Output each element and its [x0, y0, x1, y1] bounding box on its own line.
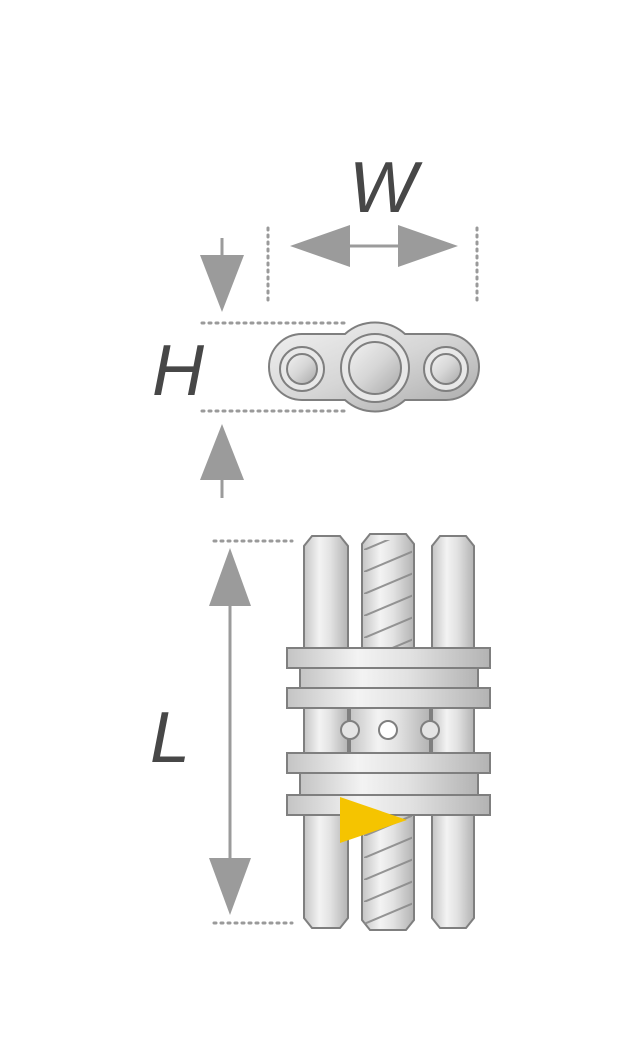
length-arrow — [209, 548, 251, 915]
length-label: L — [150, 698, 190, 778]
width-arrow — [290, 225, 458, 267]
connector-side-view — [286, 533, 491, 931]
orientation-marker-icon — [340, 797, 407, 843]
width-label: W — [349, 148, 423, 228]
height-label: H — [152, 331, 205, 411]
height-arrow-bottom — [200, 424, 244, 498]
connector-top-view — [268, 321, 480, 413]
height-arrow-top — [200, 238, 244, 312]
